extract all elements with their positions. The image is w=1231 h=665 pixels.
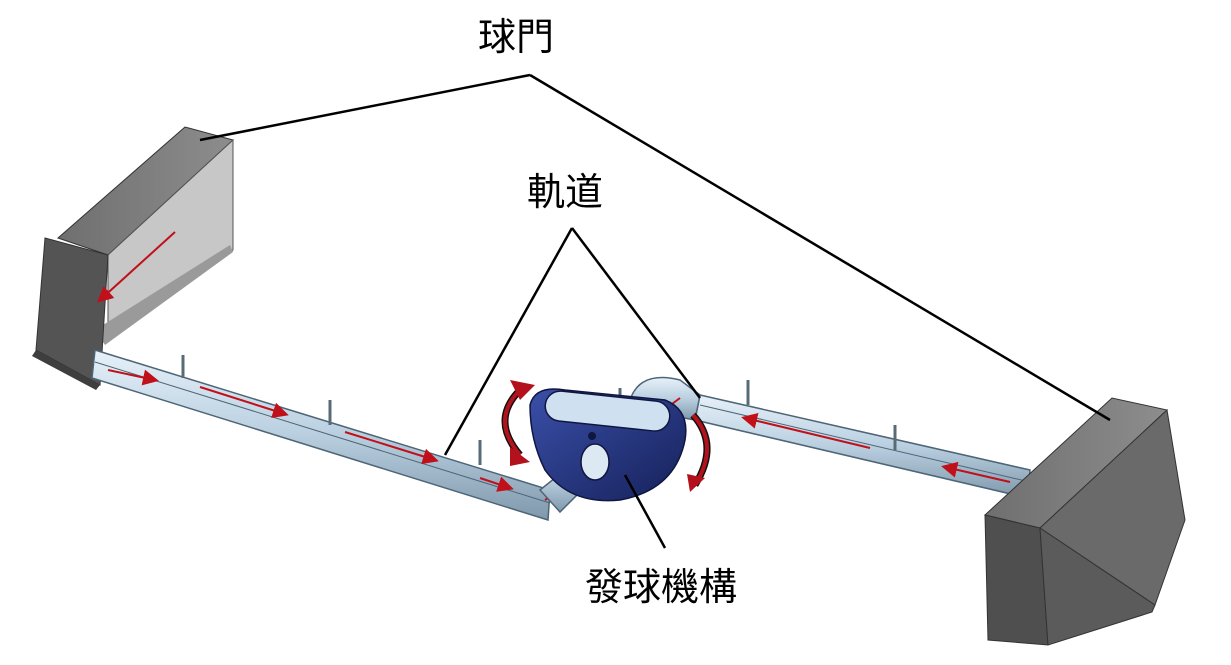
launcher-label: 發球機構 (585, 565, 738, 609)
goal-leader-left (199, 73, 531, 142)
left-track-posts (181, 355, 482, 465)
launcher-slot (544, 390, 671, 432)
ball-launcher (529, 388, 687, 502)
goal-label: 球門 (478, 15, 555, 59)
launcher-leader (623, 474, 667, 549)
left-goal-inner (107, 138, 234, 341)
left-goal-side (32, 350, 100, 390)
launcher-outlet (580, 443, 610, 481)
left-track-body (91, 349, 551, 521)
right-goal-base (1039, 527, 1156, 646)
rotation-arrow-icon-right (687, 412, 711, 492)
track-leader-right (571, 227, 701, 399)
left-goal-floor (95, 245, 233, 345)
left-goal (32, 126, 235, 390)
right-goal-front (984, 514, 1049, 646)
leader-lines (199, 73, 1111, 549)
right-goal (983, 397, 1186, 646)
track-leader-left (443, 227, 574, 456)
goal-leader-right (529, 73, 1111, 422)
track-label: 軌道 (527, 170, 604, 214)
rotation-arrow-icon-left (501, 380, 535, 466)
left-goal-arrow-icon (97, 231, 176, 303)
